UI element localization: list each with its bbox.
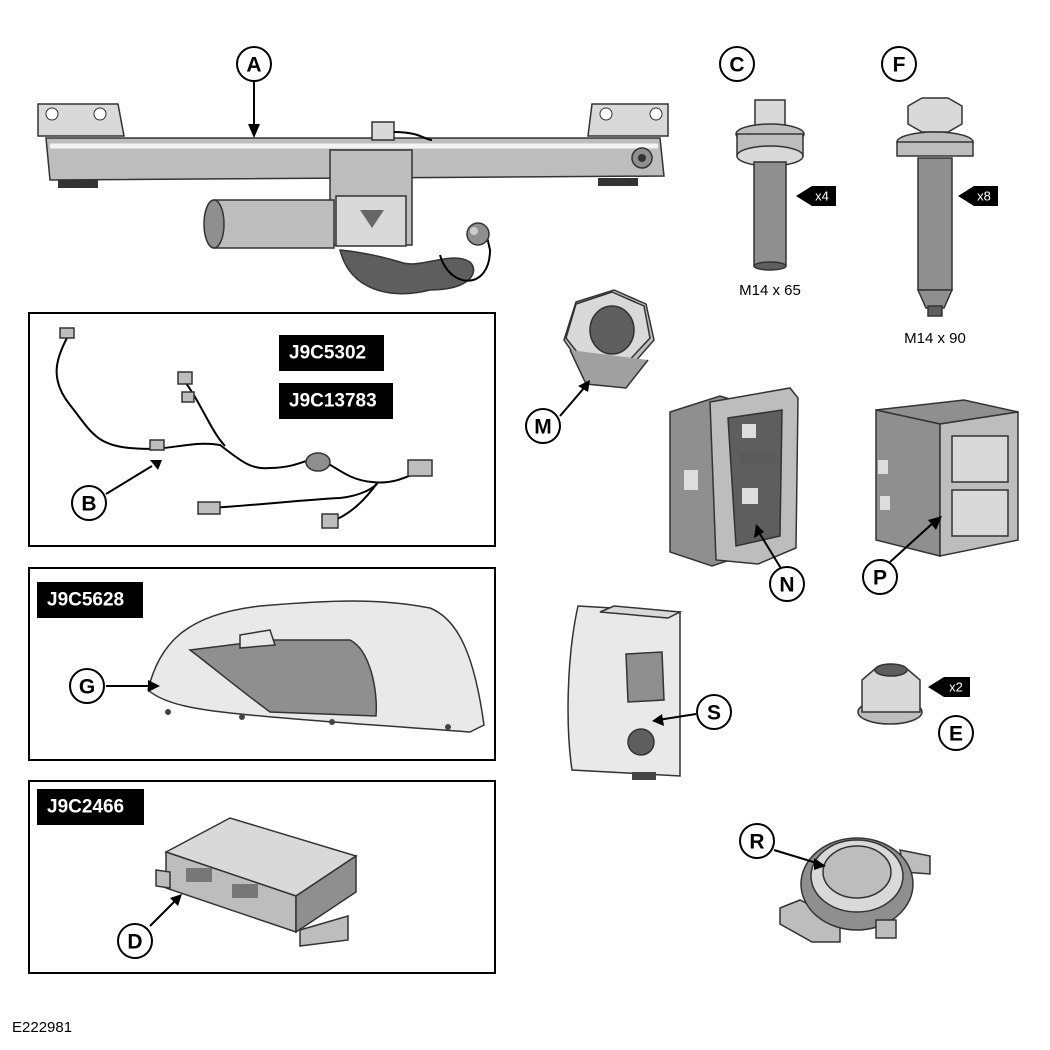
callout-d: D xyxy=(117,923,153,959)
callout-f: F xyxy=(881,46,917,82)
part-number-module: J9C2466 xyxy=(47,797,124,818)
wiring-harness xyxy=(55,327,433,529)
callout-a: A xyxy=(236,46,272,82)
qty-arrow-c xyxy=(796,186,836,206)
tow-bar-assembly xyxy=(37,103,669,295)
callout-m: M xyxy=(525,408,561,444)
qty-e: x2 xyxy=(949,680,963,695)
callout-c: C xyxy=(719,46,755,82)
svg-text:F: F xyxy=(893,54,906,77)
spec-f: M14 x 90 xyxy=(904,330,966,347)
qty-arrow-f xyxy=(958,186,998,206)
bolt-m14x90 xyxy=(896,97,974,317)
svg-text:A: A xyxy=(246,54,261,77)
leader-b xyxy=(105,465,153,495)
svg-text:S: S xyxy=(707,702,721,725)
switch-bezel-n xyxy=(669,387,799,567)
svg-text:G: G xyxy=(79,676,95,699)
bumper-trim-bezel xyxy=(147,600,485,733)
hex-nut-m xyxy=(563,289,655,389)
part-number-trim: J9C5628 xyxy=(47,590,124,611)
sounder-r xyxy=(779,837,931,943)
tow-bar-control-module xyxy=(155,817,358,947)
callout-e: E xyxy=(938,715,974,751)
leader-d xyxy=(149,899,177,927)
harness-frame xyxy=(28,312,496,547)
qty-c: x4 xyxy=(815,189,829,204)
spec-c: M14 x 65 xyxy=(739,282,801,299)
leader-n xyxy=(759,533,783,571)
flange-nut-e xyxy=(857,663,923,725)
part-number-harness-2: J9C13783 xyxy=(289,391,377,412)
svg-text:N: N xyxy=(779,574,794,597)
module-frame xyxy=(28,780,496,974)
callout-r: R xyxy=(739,823,775,859)
leader-r xyxy=(773,849,821,865)
callout-p: P xyxy=(862,559,898,595)
mounting-bracket-s xyxy=(567,605,683,780)
svg-text:B: B xyxy=(81,493,96,516)
qty-f: x8 xyxy=(977,189,991,204)
callout-n: N xyxy=(769,566,805,602)
svg-text:M: M xyxy=(534,416,552,439)
svg-text:C: C xyxy=(729,54,744,77)
leader-p xyxy=(889,521,935,563)
qty-arrow-e xyxy=(928,677,970,697)
svg-text:P: P xyxy=(873,567,887,590)
callout-b: B xyxy=(71,485,107,521)
callout-s: S xyxy=(696,694,732,730)
leader-m xyxy=(559,387,585,417)
trim-frame xyxy=(28,567,496,761)
part-number-harness-1: J9C5302 xyxy=(289,343,366,364)
switch-p xyxy=(875,399,1019,557)
svg-text:R: R xyxy=(749,831,764,854)
callout-g: G xyxy=(69,668,105,704)
svg-text:D: D xyxy=(127,931,142,954)
figure-reference: E222981 xyxy=(12,1019,72,1036)
svg-text:E: E xyxy=(949,723,963,746)
leader-s xyxy=(657,713,697,721)
bolt-m14x65 xyxy=(735,99,805,271)
